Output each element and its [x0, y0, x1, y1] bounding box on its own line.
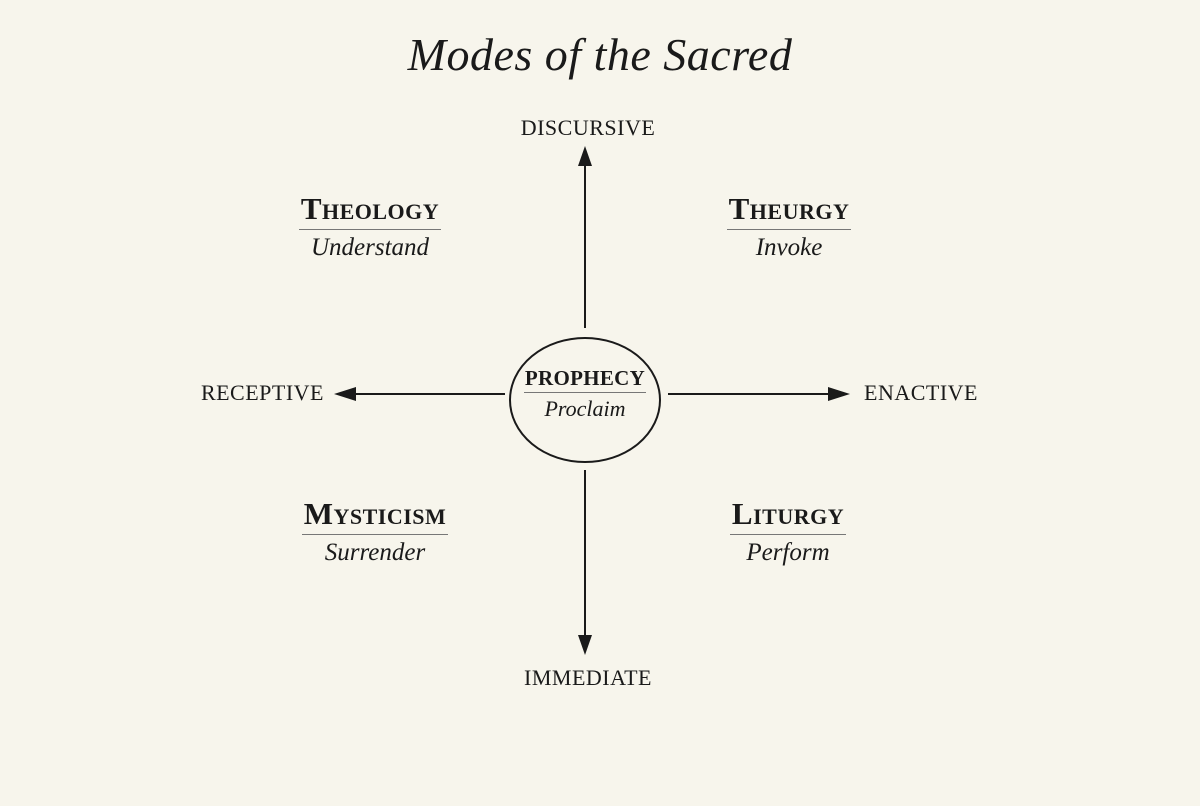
quadrant-title: Theology [298, 192, 442, 230]
center-circle [509, 337, 661, 463]
center-node-prophecy: PROPHECY Proclaim [509, 338, 661, 462]
quadrant-subtitle: Perform [746, 538, 830, 566]
arrowhead-up [578, 146, 592, 166]
quadrant-liturgy: Liturgy Perform [658, 497, 918, 567]
center-title: PROPHECY [523, 366, 647, 394]
quadrant-title: Mysticism [301, 497, 449, 535]
diagram-title: Modes of the Sacred [407, 29, 793, 80]
axis-label-discursive: DISCURSIVE [520, 115, 656, 140]
quadrant-theurgy: Theurgy Invoke [659, 192, 919, 262]
arrowhead-left [334, 387, 356, 401]
axis-label-receptive: RECEPTIVE [200, 380, 324, 405]
center-subtitle: Proclaim [544, 396, 626, 422]
quadrant-mysticism: Mysticism Surrender [245, 497, 505, 567]
arrowhead-down [578, 635, 592, 655]
quadrant-subtitle: Understand [310, 233, 430, 261]
quadrant-title: Liturgy [729, 497, 847, 535]
quadrant-subtitle: Surrender [324, 538, 426, 566]
axis-label-immediate: IMMEDIATE [524, 665, 652, 690]
quadrant-subtitle: Invoke [755, 233, 823, 261]
quadrant-title: Theurgy [726, 192, 852, 230]
quadrant-theology: Theology Understand [240, 192, 500, 262]
arrowhead-right [828, 387, 850, 401]
axis-label-enactive: ENACTIVE [864, 380, 978, 405]
